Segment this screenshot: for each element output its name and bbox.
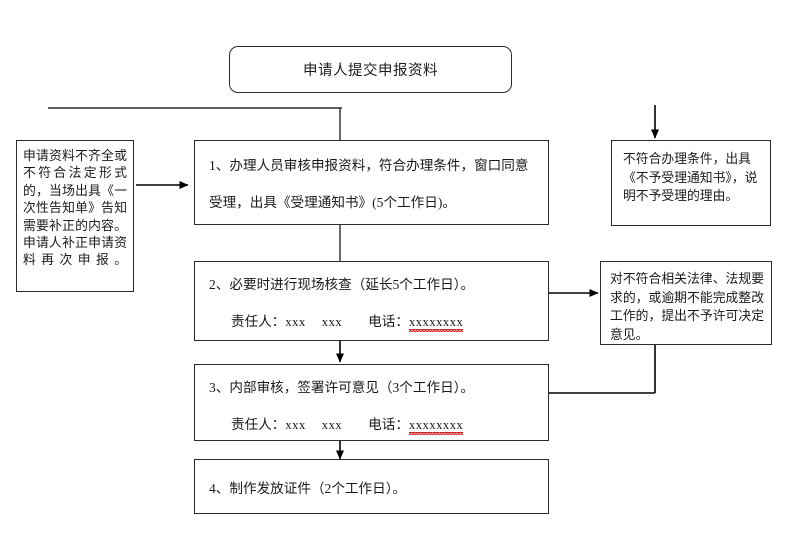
- start-box-label: 申请人提交申报资料: [303, 63, 438, 79]
- left-note-label: 申请资料不齐全或不符合法定形式的，当场出具《一次性告知单》告知需要补正的内容。申…: [23, 149, 127, 268]
- step-4-line-1: 4、制作发放证件（2个工作日）。: [209, 481, 407, 496]
- right-top-label: 不符合办理条件，出具《不予受理通知书》，说明不予受理的理由。: [623, 152, 758, 203]
- right-top-box: 不符合办理条件，出具《不予受理通知书》，说明不予受理的理由。: [611, 140, 771, 226]
- step-3-responsible-value-1: xxx: [285, 418, 306, 432]
- left-note-box: 申请资料不齐全或不符合法定形式的，当场出具《一次性告知单》告知需要补正的内容。申…: [16, 140, 134, 292]
- step-2-responsible-value-1: xxx: [285, 315, 306, 329]
- step-2-responsible-label: 责任人：: [231, 314, 286, 329]
- step-2-phone-label: 电话：: [368, 314, 409, 329]
- step-2-responsible-value-2: xxx: [321, 315, 343, 329]
- step-1-line-2: 受理，出具《受理通知书》(5个工作日)。: [209, 195, 456, 210]
- step-box-4: 4、制作发放证件（2个工作日）。: [194, 459, 549, 514]
- step-1-line-1: 1、办理人员审核申报资料，符合办理条件，窗口同意: [209, 158, 529, 173]
- step-box-1: 1、办理人员审核申报资料，符合办理条件，窗口同意 受理，出具《受理通知书》(5个…: [194, 140, 549, 225]
- step-3-phone-value: xxxxxxxx: [408, 418, 464, 433]
- start-box: 申请人提交申报资料: [229, 46, 512, 93]
- right-mid-label: 对不符合相关法律、法规要求的，或逾期不能完成整改工作的，提出不予许可决定意见。: [610, 272, 764, 342]
- step-2-phone-value: xxxxxxxx: [408, 315, 464, 330]
- step-3-phone-label: 电话：: [368, 417, 409, 432]
- right-mid-box: 对不符合相关法律、法规要求的，或逾期不能完成整改工作的，提出不予许可决定意见。: [600, 261, 772, 345]
- step-3-responsible-label: 责任人：: [231, 417, 286, 432]
- step-3-responsible-value-2: xxx: [321, 418, 343, 432]
- step-3-line-1: 3、内部审核，签署许可意见（3个工作日）。: [209, 380, 475, 395]
- step-2-line-1: 2、必要时进行现场核查（延长5个工作日）。: [209, 277, 475, 292]
